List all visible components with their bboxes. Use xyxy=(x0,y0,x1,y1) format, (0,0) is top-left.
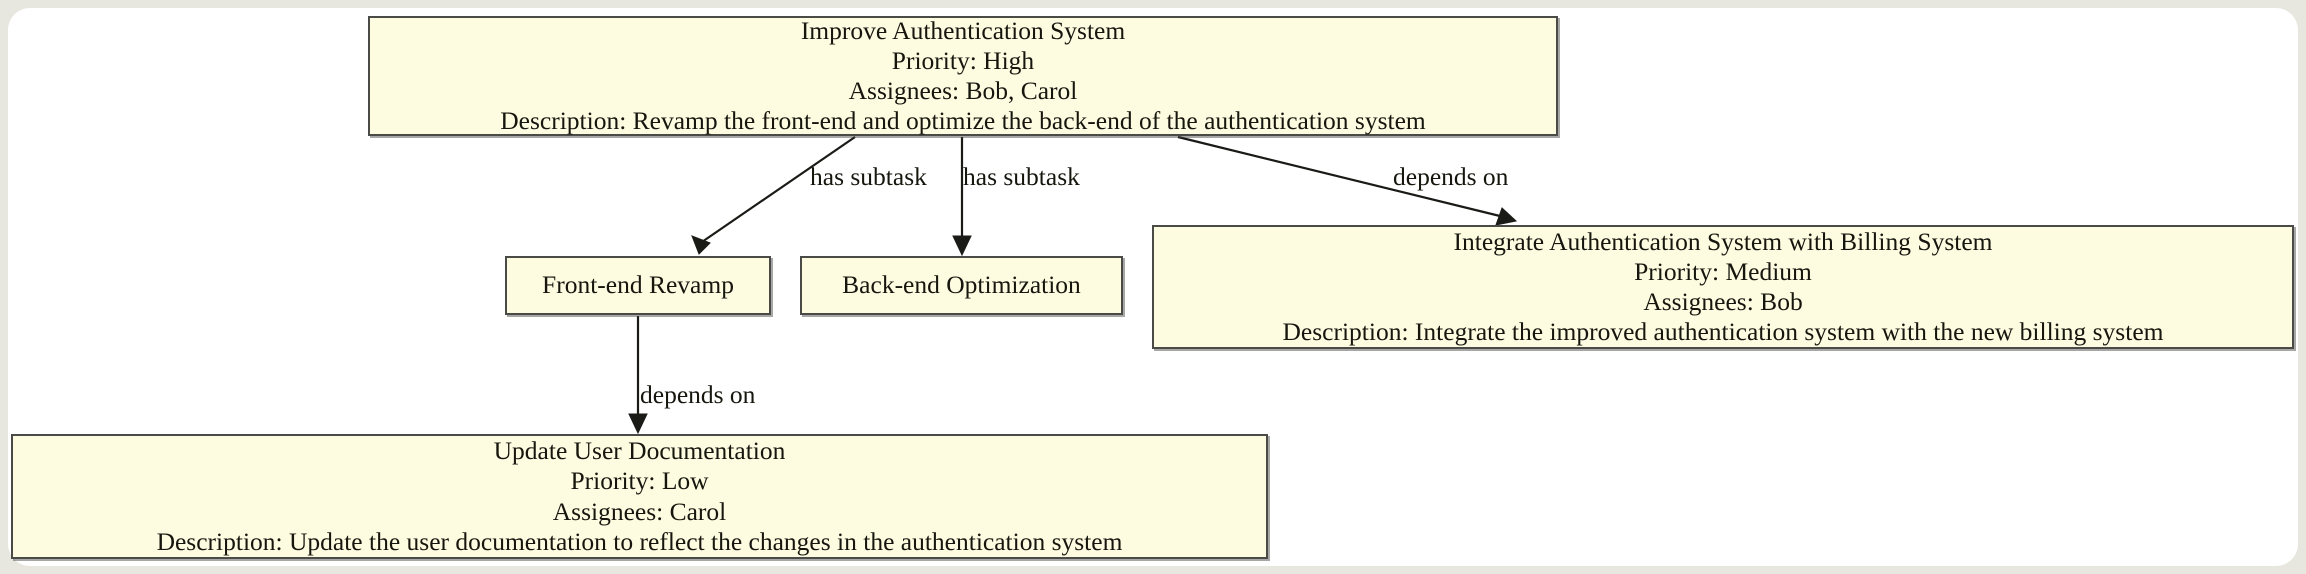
edge-label-improve-integrate: depends on xyxy=(1393,162,1509,191)
node-integrate-authentication-with-billing[interactable]: Integrate Authentication System with Bil… xyxy=(1152,225,2294,349)
node-title: Back-end Optimization xyxy=(842,270,1081,300)
edge-frontend-update xyxy=(628,316,648,435)
edge-label-improve-frontend: has subtask xyxy=(810,162,927,191)
node-priority: Priority: Low xyxy=(570,466,709,496)
node-title: Integrate Authentication System with Bil… xyxy=(1453,226,1993,256)
node-title: Update User Documentation xyxy=(493,436,786,466)
node-front-end-revamp[interactable]: Front-end Revamp xyxy=(505,256,771,315)
edge-improve-backend xyxy=(952,137,972,257)
node-description: Description: Update the user documentati… xyxy=(156,526,1123,556)
node-priority: Priority: Medium xyxy=(1634,256,1812,286)
node-improve-authentication-system[interactable]: Improve Authentication System Priority: … xyxy=(368,16,1558,136)
node-description: Description: Revamp the front-end and op… xyxy=(500,106,1426,136)
node-update-user-documentation[interactable]: Update User Documentation Priority: Low … xyxy=(11,434,1268,559)
node-priority: Priority: High xyxy=(891,45,1035,75)
node-description: Description: Integrate the improved auth… xyxy=(1282,317,2164,347)
node-assignees: Assignees: Bob xyxy=(1643,287,1803,316)
node-title: Front-end Revamp xyxy=(542,270,734,300)
node-assignees: Assignees: Bob, Carol xyxy=(848,76,1078,105)
node-title: Improve Authentication System xyxy=(800,15,1126,45)
edge-label-improve-backend: has subtask xyxy=(963,162,1080,191)
edge-improve-frontend xyxy=(691,136,856,255)
node-back-end-optimization[interactable]: Back-end Optimization xyxy=(800,256,1123,315)
edge-label-frontend-update: depends on xyxy=(640,380,756,409)
node-assignees: Assignees: Carol xyxy=(552,496,727,526)
